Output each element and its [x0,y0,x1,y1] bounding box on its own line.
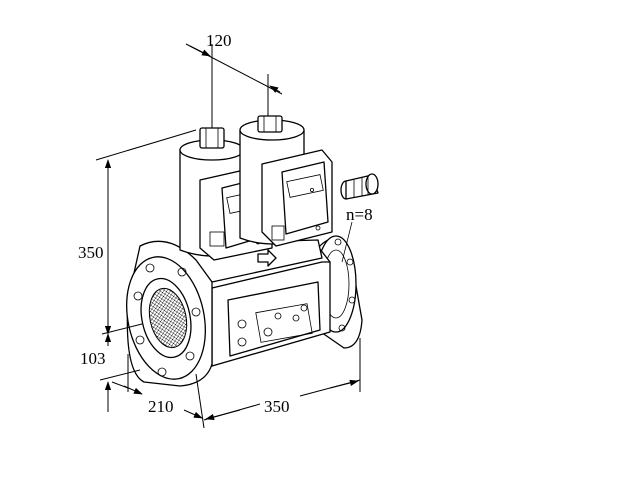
dim-depth-label: 210 [148,397,174,416]
left-flange [126,240,213,387]
gland-leader-line [341,221,353,263]
dim-top-width: 120 [185,31,283,128]
cable-gland-icon [340,173,379,200]
arrow-icon [257,249,277,267]
gland-count-label: n=8 [346,205,373,224]
dim-length: 350 [203,338,361,421]
dim-depth: 210 [111,354,205,429]
dim-height-total-label: 350 [78,243,104,262]
dim-height-total: 350 [78,129,197,335]
dim-height-lower-label: 103 [80,349,106,368]
dim-height-lower: 103 [80,333,141,412]
connector-panel [227,281,321,357]
dim-length-label: 350 [264,397,290,416]
solenoid-right [239,115,333,247]
dim-top-width-label: 120 [206,31,232,50]
valve-body [126,235,363,387]
